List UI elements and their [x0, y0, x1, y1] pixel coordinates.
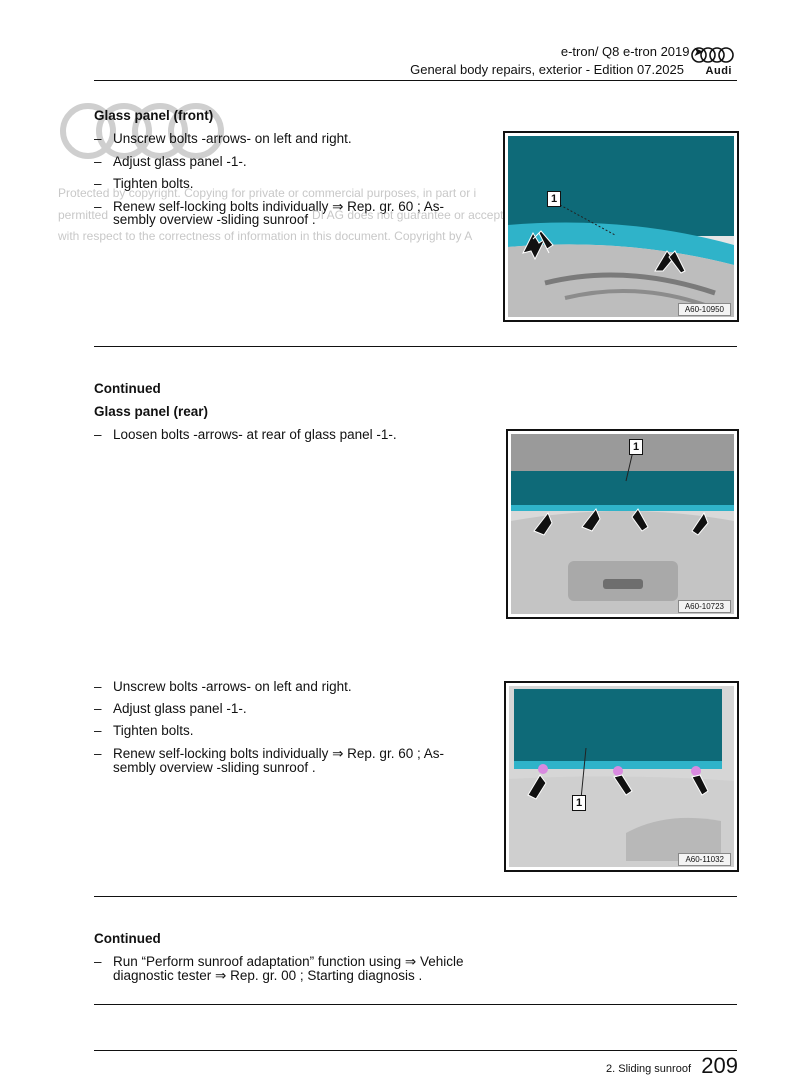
figure-illustration [509, 686, 734, 867]
figure-id-label: A60-11032 [678, 853, 731, 866]
figure-callout: 1 [547, 191, 562, 207]
step-item: – Unscrew bolts -arrows- on left and rig… [94, 131, 474, 147]
list-dash: – [94, 746, 102, 761]
section-divider [94, 896, 737, 897]
copyright-watermark-line3: with respect to the correctness of infor… [58, 229, 473, 243]
figure-glass-panel-adjust: 1 A60-11032 [504, 681, 739, 872]
header-rule [94, 80, 737, 81]
step-text: Unscrew bolts -arrows- on left and right… [113, 679, 352, 694]
step-text-continued: diagnostic tester ⇒ Rep. gr. 00 ; Starti… [113, 968, 423, 983]
list-dash: – [94, 701, 102, 716]
list-dash: – [94, 176, 102, 191]
step-text: Tighten bolts. [113, 723, 194, 738]
step-text: Run “Perform sunroof adaptation” functio… [113, 954, 464, 969]
watermark-rings-logo [58, 102, 228, 165]
audi-wordmark: Audi [705, 65, 732, 77]
document-subtitle: General body repairs, exterior - Edition… [410, 62, 684, 77]
section-heading-rear: Glass panel (rear) [94, 404, 209, 419]
list-dash: – [94, 723, 102, 738]
list-dash: – [94, 427, 102, 442]
list-dash: – [94, 154, 102, 169]
list-dash: – [94, 679, 102, 694]
audi-rings-logo [690, 46, 736, 69]
footer-rule [94, 1050, 737, 1051]
step-text-continued: sembly overview -sliding sunroof . [113, 760, 316, 775]
page-number: 209 [701, 1053, 738, 1078]
continued-label: Continued [94, 381, 161, 396]
step-item: – Renew self-locking bolts individually … [94, 746, 474, 776]
section-divider [94, 1004, 737, 1005]
step-item: – Adjust glass panel -1-. [94, 701, 474, 717]
copyright-watermark-line2b: DI AG does not guarantee or accept [312, 208, 504, 222]
document-title: e-tron/ Q8 e-tron 2019 ➤ [560, 44, 704, 59]
step-text: Tighten bolts. [113, 176, 194, 191]
step-item: – Tighten bolts. [94, 723, 474, 739]
footer-section-name: 2. Sliding sunroof [606, 1063, 691, 1075]
step-text: Renew self-locking bolts individually ⇒ … [113, 199, 444, 214]
figure-illustration [508, 136, 734, 317]
figure-id-label: A60-10950 [677, 303, 731, 316]
copyright-watermark-line2: permitted [58, 208, 109, 222]
step-text: Renew self-locking bolts individually ⇒ … [113, 746, 444, 761]
step-item: – Unscrew bolts -arrows- on left and rig… [94, 679, 474, 695]
step-item: – Renew self-locking bolts individually … [94, 199, 474, 229]
section-divider [94, 346, 737, 347]
list-dash: – [94, 131, 102, 146]
figure-callout: 1 [629, 439, 644, 455]
list-dash: – [94, 199, 102, 214]
copyright-watermark-line1: Protected by copyright. Copying for priv… [58, 186, 477, 200]
figure-id-label: A60-10723 [677, 600, 731, 613]
step-item: – Adjust glass panel -1-. [94, 154, 474, 170]
list-dash: – [94, 954, 102, 969]
section-heading-front: Glass panel (front) [94, 108, 214, 123]
step-text-continued: sembly overview -sliding sunroof . [113, 212, 316, 227]
step-text: Adjust glass panel -1-. [113, 154, 247, 169]
step-item: – Tighten bolts. [94, 176, 474, 192]
figure-callout: 1 [572, 795, 587, 811]
step-item: – Run “Perform sunroof adaptation” funct… [94, 954, 514, 984]
step-text: Unscrew bolts -arrows- on left and right… [113, 131, 352, 146]
figure-glass-panel-front: 1 A60-10950 [503, 131, 739, 322]
continued-label: Continued [94, 931, 161, 946]
figure-glass-panel-rear: 1 A60-10723 [506, 429, 739, 619]
step-item: – Loosen bolts -arrows- at rear of glass… [94, 427, 474, 443]
step-text: Loosen bolts -arrows- at rear of glass p… [113, 427, 397, 442]
figure-illustration [511, 434, 734, 614]
step-text: Adjust glass panel -1-. [113, 701, 247, 716]
